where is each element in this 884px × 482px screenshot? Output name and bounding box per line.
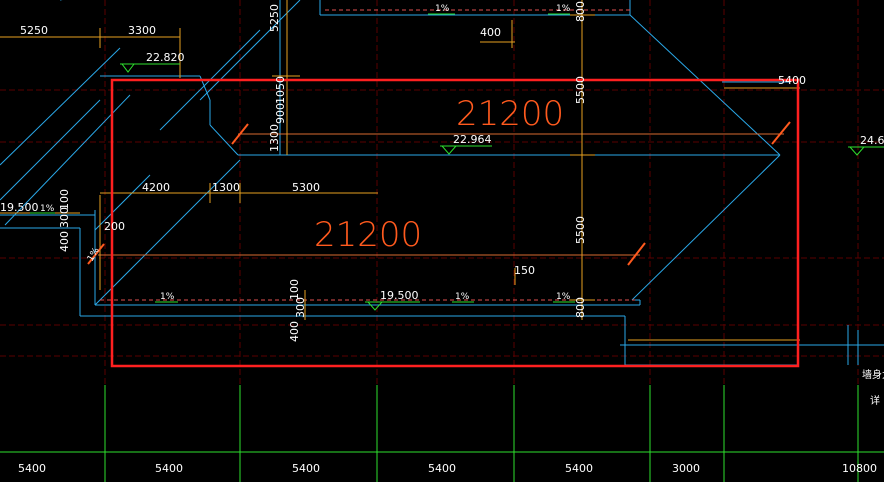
dim-top-5400: 5400 bbox=[778, 74, 806, 87]
dim-v-5250: 5250 bbox=[268, 4, 281, 32]
elevation-19500-left: 19.500 bbox=[0, 201, 39, 214]
dim-v-1300: 1300 bbox=[268, 124, 281, 152]
length-label-upper: 21200 bbox=[456, 94, 564, 134]
dim-top-3300: 3300 bbox=[128, 24, 156, 37]
tick-marks bbox=[87, 121, 791, 266]
dimension-lines bbox=[0, 0, 800, 341]
dim-v-100-left: 100 bbox=[58, 189, 71, 210]
dim-v-800-b: 800 bbox=[574, 297, 587, 318]
dim-mid-4200: 4200 bbox=[142, 181, 170, 194]
axis-dim-3: 5400 bbox=[292, 462, 320, 475]
side-note-1: 墙身大 bbox=[862, 368, 884, 381]
dim-mid-1300: 1300 bbox=[212, 181, 240, 194]
dim-v-100-mid: 100 bbox=[288, 279, 301, 300]
length-label-lower: 21200 bbox=[314, 215, 422, 255]
elevation-19500-mid: 19.500 bbox=[380, 289, 419, 302]
dim-mid-5300: 5300 bbox=[292, 181, 320, 194]
dim-v-1050: 1050 bbox=[274, 76, 287, 104]
dim-v-900: 900 bbox=[274, 103, 287, 124]
axis-lines bbox=[0, 385, 884, 482]
dim-top-400: 400 bbox=[480, 26, 501, 39]
slab-outline bbox=[0, 0, 884, 366]
elevation-24-6: 24.6 bbox=[860, 134, 884, 147]
slope-7: 1% bbox=[556, 292, 571, 302]
dim-150: 150 bbox=[514, 264, 535, 277]
slope-2: 1% bbox=[556, 4, 571, 14]
dim-v-300-left: 300 bbox=[58, 207, 71, 228]
dim-v-300-mid: 300 bbox=[294, 297, 307, 318]
slope-1: 1% bbox=[435, 4, 450, 14]
elevation-22964: 22.964 bbox=[453, 133, 492, 146]
axis-dim-5: 5400 bbox=[565, 462, 593, 475]
axis-dim-1: 5400 bbox=[18, 462, 46, 475]
axis-dim-7: 10800 bbox=[842, 462, 877, 475]
dim-v-5500-b: 5500 bbox=[574, 216, 587, 244]
side-note-2: 详 bbox=[870, 394, 880, 407]
elevation-22820: 22.820 bbox=[146, 51, 185, 64]
dashed-edges bbox=[100, 9, 635, 301]
elevation-markers bbox=[30, 13, 884, 311]
dim-v-800-a: 800 bbox=[574, 1, 587, 22]
axis-dim-4: 5400 bbox=[428, 462, 456, 475]
highlight-rect bbox=[110, 78, 800, 368]
dim-v-400-left: 400 bbox=[58, 231, 71, 252]
slope-5: 1% bbox=[160, 292, 175, 302]
axis-dim-2: 5400 bbox=[155, 462, 183, 475]
dim-200: 200 bbox=[104, 220, 125, 233]
dim-top-5250: 5250 bbox=[20, 24, 48, 37]
dim-v-400-mid: 400 bbox=[288, 321, 301, 342]
dim-v-5500-a: 5500 bbox=[574, 76, 587, 104]
slope-6: 1% bbox=[455, 292, 470, 302]
axis-dim-6: 3000 bbox=[672, 462, 700, 475]
reference-lines bbox=[98, 133, 784, 256]
slope-3: 1% bbox=[40, 204, 55, 214]
